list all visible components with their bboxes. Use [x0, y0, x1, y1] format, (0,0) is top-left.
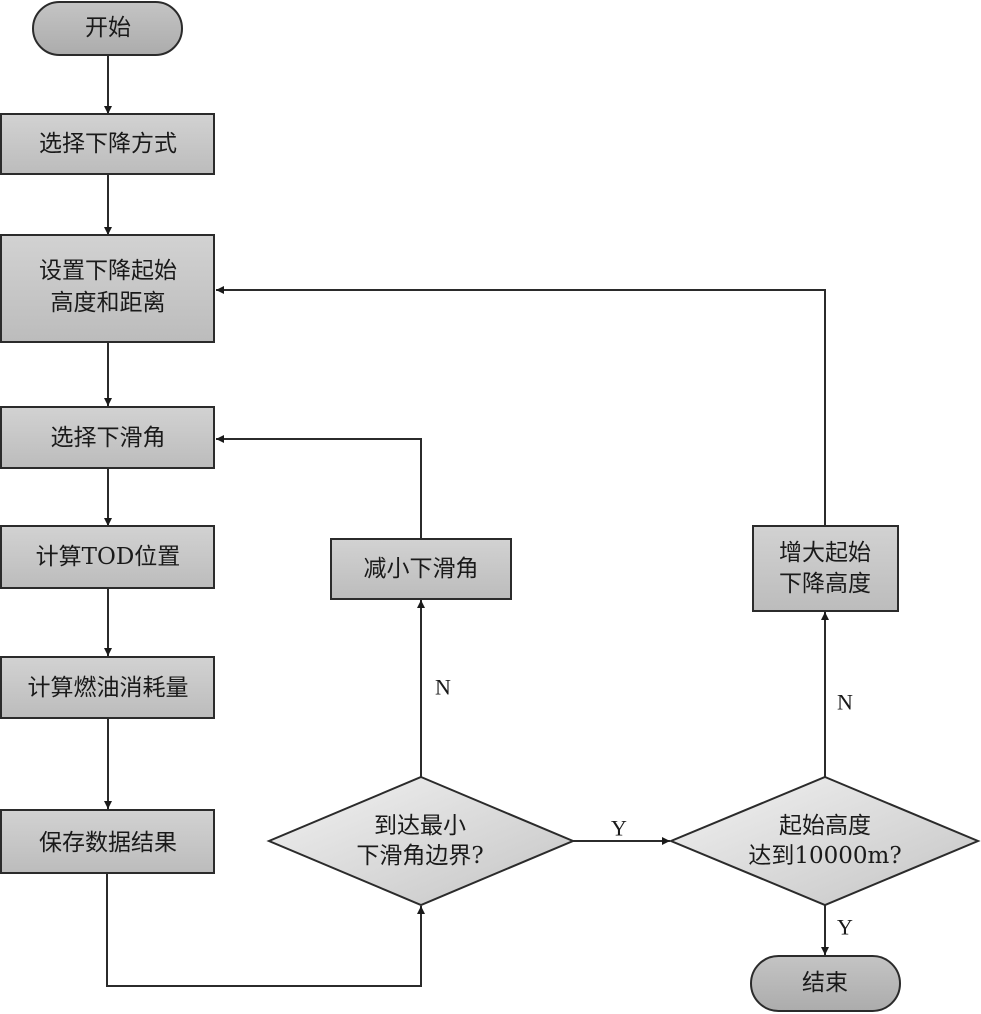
- edge-reduce-glide-angle-to-select-glide-angle: [216, 435, 422, 539]
- node-select-descent-mode: 选择下降方式: [0, 113, 215, 175]
- node-label-line-1: 设置下降起始: [39, 258, 177, 284]
- node-label: 计算TOD位置: [36, 544, 181, 570]
- decision-shape: [266, 775, 576, 907]
- node-label: 计算燃油消耗量: [28, 675, 189, 701]
- node-reduce-glide-angle: 减小下滑角: [330, 538, 512, 600]
- edge-label-y-to-altitude-check: Y: [611, 816, 627, 841]
- process-shape: [0, 656, 215, 719]
- node-calc-tod: 计算TOD位置: [0, 525, 215, 589]
- edge-save-results-to-min-angle-check: [106, 873, 425, 987]
- process-shape: [752, 525, 899, 612]
- node-label-line-2: 下降高度: [779, 571, 871, 597]
- process-shape: [0, 809, 215, 874]
- node-label-line-2: 达到10000m?: [748, 843, 901, 869]
- terminator-shape: [32, 1, 183, 56]
- node-label-line-1: 增大起始: [779, 540, 871, 566]
- edge-label-n-reduce: N: [435, 675, 451, 700]
- process-shape: [0, 525, 215, 589]
- node-label: 选择下降方式: [39, 131, 177, 157]
- node-end: 结束: [750, 955, 901, 1012]
- process-shape: [0, 113, 215, 175]
- node-label-line-1: 起始高度: [779, 813, 871, 839]
- process-shape: [0, 234, 215, 343]
- process-shape: [330, 538, 512, 600]
- node-save-results: 保存数据结果: [0, 809, 215, 874]
- node-label-line-2: 下滑角边界?: [356, 843, 483, 869]
- node-select-glide-angle: 选择下滑角: [0, 406, 215, 469]
- node-label-line-1: 到达最小: [374, 813, 466, 839]
- node-calc-fuel: 计算燃油消耗量: [0, 656, 215, 719]
- node-label: 开始: [85, 15, 131, 41]
- decision-shape: [668, 775, 981, 907]
- edge-label-n-increase: N: [837, 690, 853, 715]
- edge-label-y-to-end: Y: [837, 915, 853, 940]
- edge-increase-start-alt-to-set-start: [216, 286, 826, 526]
- node-min-angle-check: 到达最小 下滑角边界?: [266, 775, 576, 907]
- terminator-shape: [750, 955, 901, 1012]
- edges: [104, 55, 829, 987]
- process-shape: [0, 406, 215, 469]
- node-increase-start-alt: 增大起始 下降高度: [752, 525, 899, 612]
- node-label: 保存数据结果: [39, 830, 177, 856]
- node-label: 减小下滑角: [364, 556, 479, 582]
- node-label: 结束: [802, 970, 848, 996]
- node-label-line-2: 高度和距离: [51, 290, 166, 316]
- node-start: 开始: [32, 1, 183, 56]
- node-set-start-alt-dist: 设置下降起始 高度和距离: [0, 234, 215, 343]
- node-label: 选择下滑角: [51, 425, 166, 451]
- node-altitude-check: 起始高度 达到10000m?: [668, 775, 981, 907]
